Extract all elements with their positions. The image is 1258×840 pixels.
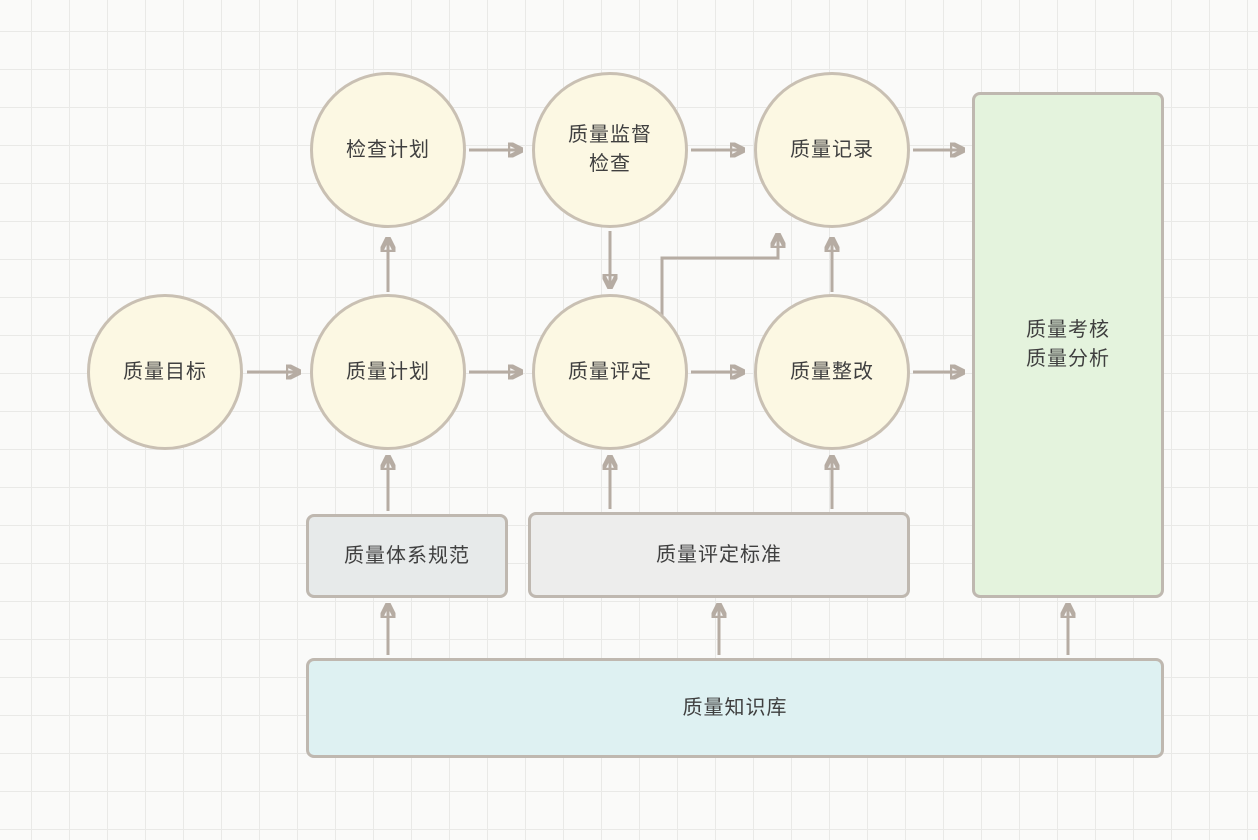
node-quality-goal-label: 质量目标 xyxy=(123,360,207,383)
node-check-plan[interactable]: 检查计划 xyxy=(310,72,466,228)
node-quality-system-spec[interactable]: 质量体系规范 xyxy=(306,514,508,598)
node-quality-rectification-label: 质量整改 xyxy=(790,360,874,383)
node-quality-review-analysis[interactable]: 质量考核 质量分析 xyxy=(972,92,1164,598)
node-quality-knowledge-base[interactable]: 质量知识库 xyxy=(306,658,1164,758)
node-quality-record-label: 质量记录 xyxy=(790,138,874,161)
node-quality-system-spec-label: 质量体系规范 xyxy=(344,544,470,567)
node-quality-assessment-standard[interactable]: 质量评定标准 xyxy=(528,512,910,598)
node-supervision-check[interactable]: 质量监督 检查 xyxy=(532,72,688,228)
node-quality-knowledge-base-label: 质量知识库 xyxy=(682,696,788,719)
node-quality-record[interactable]: 质量记录 xyxy=(754,72,910,228)
node-quality-review-analysis-label: 质量考核 质量分析 xyxy=(1026,319,1110,370)
node-quality-plan[interactable]: 质量计划 xyxy=(310,294,466,450)
node-quality-assessment[interactable]: 质量评定 xyxy=(532,294,688,450)
node-quality-goal[interactable]: 质量目标 xyxy=(87,294,243,450)
node-quality-assessment-standard-label: 质量评定标准 xyxy=(656,543,782,566)
node-supervision-check-label: 质量监督 检查 xyxy=(568,124,652,175)
node-quality-assessment-label: 质量评定 xyxy=(568,360,652,383)
node-quality-plan-label: 质量计划 xyxy=(346,360,430,383)
node-check-plan-label: 检查计划 xyxy=(346,138,430,161)
node-quality-rectification[interactable]: 质量整改 xyxy=(754,294,910,450)
